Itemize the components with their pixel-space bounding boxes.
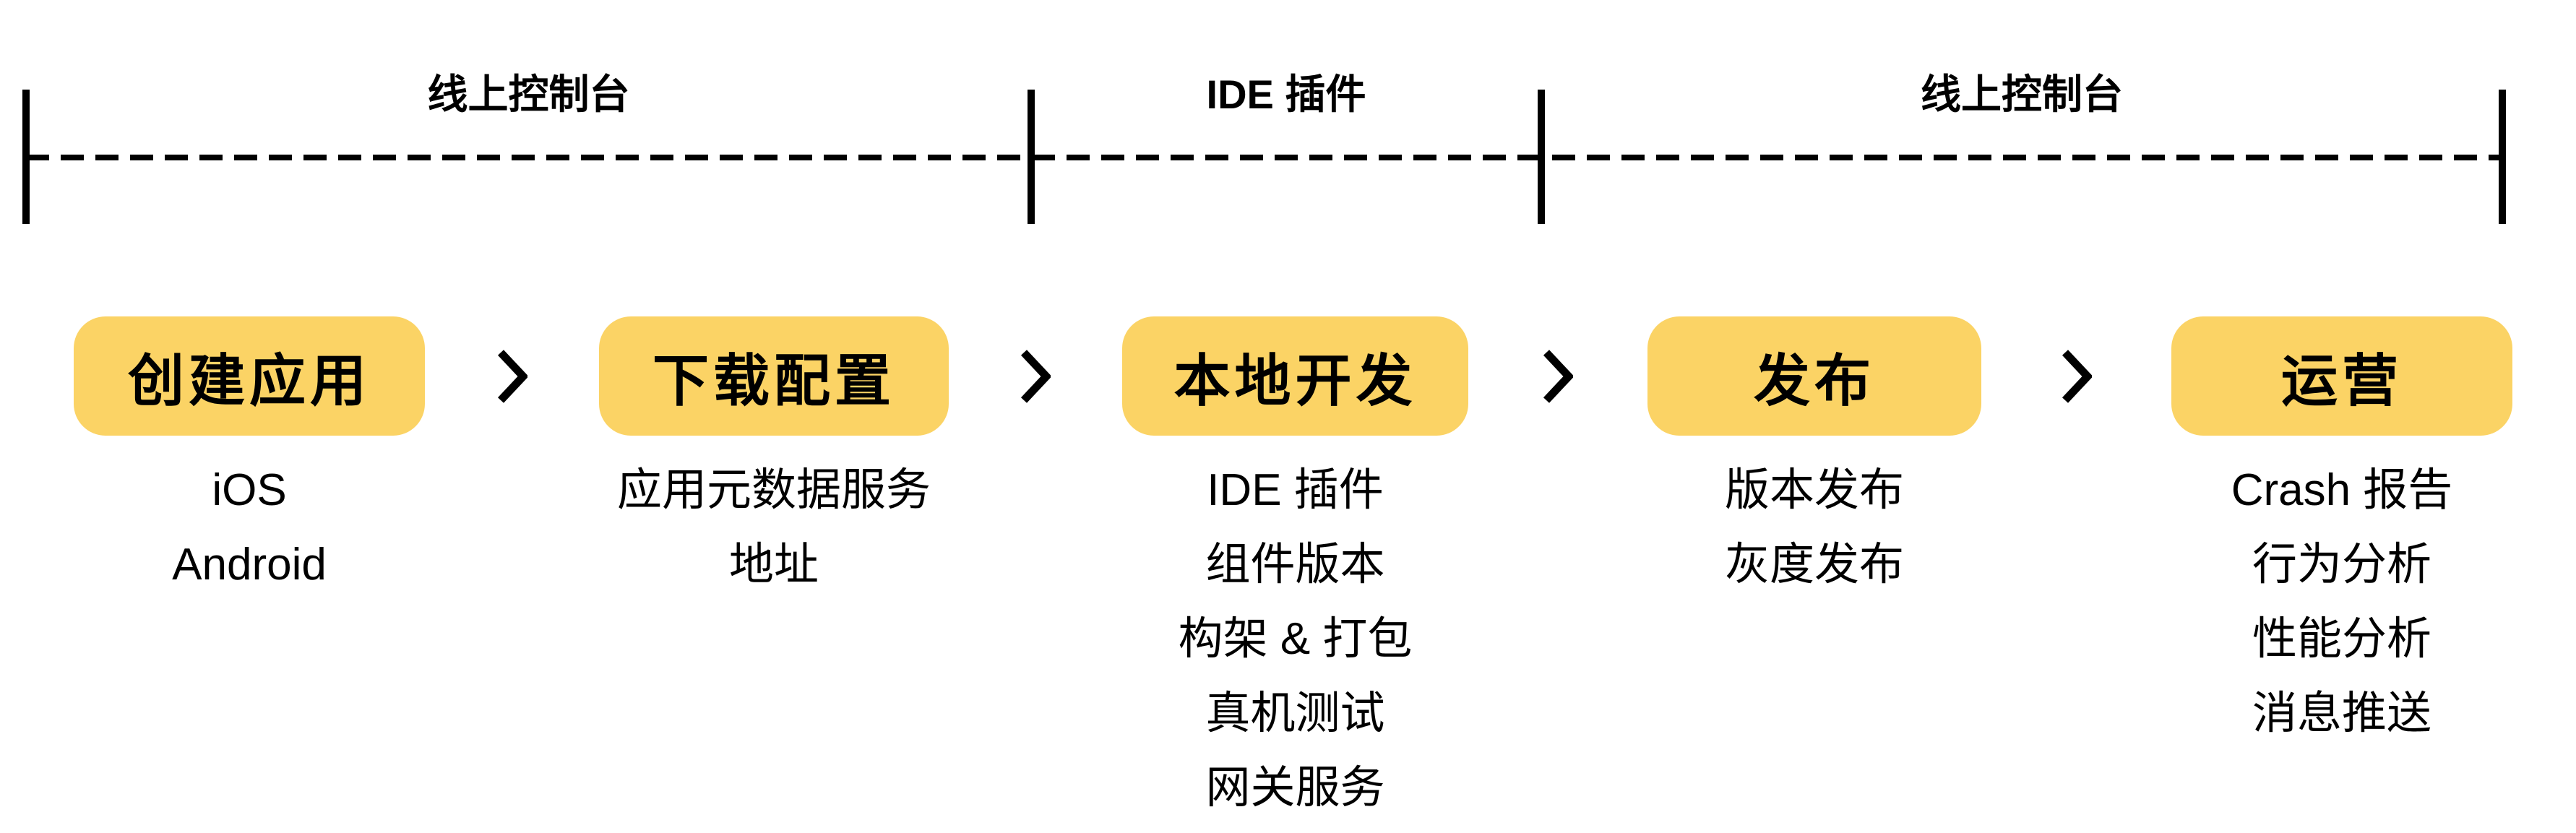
list-item: 地址: [728, 540, 819, 590]
chevron-right-icon: [1543, 349, 1573, 403]
step-box-operations: 运营: [2171, 316, 2512, 436]
list-item: 应用元数据服务: [616, 465, 931, 515]
step-label: 发布: [1753, 348, 1875, 413]
list-item: 真机测试: [1205, 689, 1385, 738]
flow-arrow-2: [949, 316, 1122, 436]
list-item: iOS: [212, 465, 287, 515]
step-download-config: 下载配置 应用元数据服务 地址: [599, 316, 949, 602]
step-label: 本地开发: [1173, 348, 1417, 413]
step-items-operations: Crash 报告 行为分析 性能分析 消息推送: [2231, 453, 2453, 751]
step-label: 下载配置: [652, 348, 895, 413]
list-item: 网关服务: [1205, 763, 1385, 813]
step-release: 发布 版本发布 灰度发布: [1647, 316, 1981, 602]
timeline-tick-4: [2499, 90, 2506, 224]
step-box-download-config: 下载配置: [599, 316, 949, 436]
list-item: 灰度发布: [1724, 540, 1904, 590]
section-label-online-console-left: 线上控制台: [427, 72, 630, 117]
step-items-local-development: IDE 插件 组件版本 构架 & 打包 真机测试 网关服务: [1179, 453, 1413, 825]
list-item: 组件版本: [1205, 540, 1385, 590]
step-box-create-app: 创建应用: [74, 316, 425, 436]
chevron-right-icon: [1020, 349, 1051, 403]
step-label: 创建应用: [127, 348, 371, 413]
flow-arrow-1: [425, 316, 599, 436]
timeline-tick-3: [1538, 90, 1545, 224]
flow-arrow-4: [1981, 316, 2171, 436]
step-operations: 运营 Crash 报告 行为分析 性能分析 消息推送: [2171, 316, 2512, 751]
section-label-ide-plugin: IDE 插件: [1206, 72, 1366, 117]
timeline-tick-1: [22, 90, 30, 224]
list-item: 行为分析: [2252, 540, 2431, 590]
list-item: 构架 & 打包: [1178, 614, 1413, 664]
list-item: IDE 插件: [1207, 465, 1384, 515]
list-item: 版本发布: [1724, 465, 1904, 515]
step-items-create-app: iOS Android: [172, 453, 327, 602]
flow-arrow-3: [1468, 316, 1647, 436]
list-item: 消息推送: [2252, 689, 2431, 738]
list-item: Android: [172, 540, 327, 590]
step-create-app: 创建应用 iOS Android: [74, 316, 425, 602]
step-local-development: 本地开发 IDE 插件 组件版本 构架 & 打包 真机测试 网关服务: [1122, 316, 1468, 825]
timeline-dashed-line: [26, 155, 2502, 160]
list-item: Crash 报告: [2231, 465, 2453, 515]
section-label-online-console-right: 线上控制台: [1921, 72, 2123, 117]
step-items-download-config: 应用元数据服务 地址: [617, 453, 931, 602]
chevron-right-icon: [2062, 349, 2092, 403]
chevron-right-icon: [497, 349, 527, 403]
step-box-local-development: 本地开发: [1122, 316, 1468, 436]
step-items-release: 版本发布 灰度发布: [1725, 453, 1904, 602]
timeline-tick-2: [1028, 90, 1035, 224]
list-item: 性能分析: [2252, 614, 2431, 664]
step-label: 运营: [2280, 348, 2403, 413]
step-box-release: 发布: [1647, 316, 1981, 436]
